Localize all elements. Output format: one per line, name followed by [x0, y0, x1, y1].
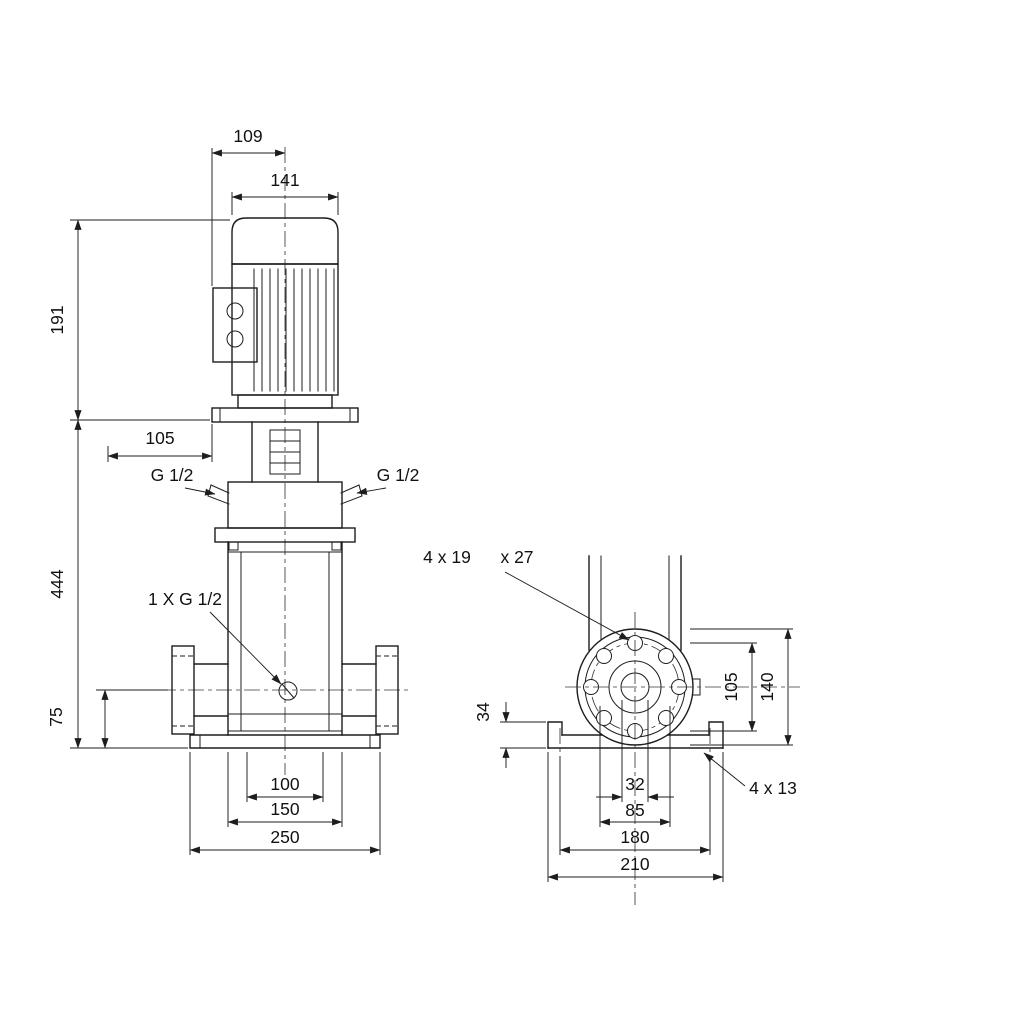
dim-100: 100 [246, 752, 324, 802]
cable-entry-hole [226, 302, 244, 320]
dim-label-141: 141 [270, 170, 299, 190]
motor-terminal-box [212, 287, 258, 363]
drain-plug [278, 681, 298, 701]
staybolt-nut [331, 541, 342, 551]
dim-210: 210 [547, 752, 724, 882]
dim-85: 85 [599, 706, 671, 827]
dim-label-150: 150 [270, 799, 299, 819]
dim-105-side: 105 [690, 642, 757, 732]
dim-label-444: 444 [47, 569, 67, 598]
base-hole-marks [559, 728, 711, 754]
side-center-lines [565, 612, 800, 905]
front-center-lines [160, 147, 410, 775]
dim-label-109: 109 [233, 126, 262, 146]
flange-holes-label: 4 x 19 [423, 547, 471, 567]
side-pump-column [588, 555, 682, 651]
dim-label-250: 250 [270, 827, 299, 847]
dim-150: 150 [227, 752, 343, 827]
port-left-label: G 1/2 [151, 465, 194, 485]
dim-label-85: 85 [625, 800, 644, 820]
dim-34: 34 [473, 702, 546, 768]
dim-140: 140 [690, 628, 793, 746]
dim-label-100: 100 [270, 774, 299, 794]
label-base-holes: 4 x 13 [703, 752, 797, 798]
front-view: 109 141 191 444 105 75 G 1/2 [46, 126, 419, 855]
dim-180: 180 [559, 756, 711, 855]
dim-label-34: 34 [473, 702, 493, 722]
dim-32: 32 [596, 700, 674, 802]
cable-entry-hole [226, 330, 244, 348]
motor-stool [211, 407, 359, 483]
dim-label-140: 140 [757, 672, 777, 701]
label-port-left: G 1/2 [151, 465, 216, 496]
motor [231, 217, 339, 409]
pipe-flange-right [341, 645, 399, 735]
dim-label-191: 191 [47, 305, 67, 334]
dim-label-105-side: 105 [721, 672, 741, 701]
dim-191: 191 [47, 219, 230, 421]
label-port-right: G 1/2 [356, 465, 420, 495]
port-right-label: G 1/2 [377, 465, 420, 485]
dim-109: 109 [211, 126, 286, 286]
dim-444: 444 [47, 419, 188, 749]
label-flange-holes: 4 x 19 x 27 [423, 547, 630, 641]
dim-250: 250 [189, 752, 381, 855]
dim-75: 75 [46, 689, 168, 749]
flange-holes-depth-label: x 27 [500, 547, 533, 567]
dim-label-105-front: 105 [145, 428, 174, 448]
pipe-flange-left [171, 645, 229, 735]
base-plate-side [547, 721, 724, 754]
dim-label-75: 75 [46, 707, 66, 726]
dim-label-32: 32 [625, 774, 644, 794]
staybolt-nut [228, 541, 239, 551]
dim-label-210: 210 [620, 854, 649, 874]
base-holes-label: 4 x 13 [749, 778, 797, 798]
chamber-stack [227, 541, 343, 736]
base-plate-front [189, 734, 381, 749]
label-drain: 1 X G 1/2 [148, 589, 282, 685]
drain-label: 1 X G 1/2 [148, 589, 222, 609]
dim-label-180: 180 [620, 827, 649, 847]
dim-141: 141 [231, 170, 339, 215]
side-view: 4 x 19 x 27 34 105 140 32 [423, 547, 800, 905]
dim-105-front: 105 [107, 424, 213, 462]
